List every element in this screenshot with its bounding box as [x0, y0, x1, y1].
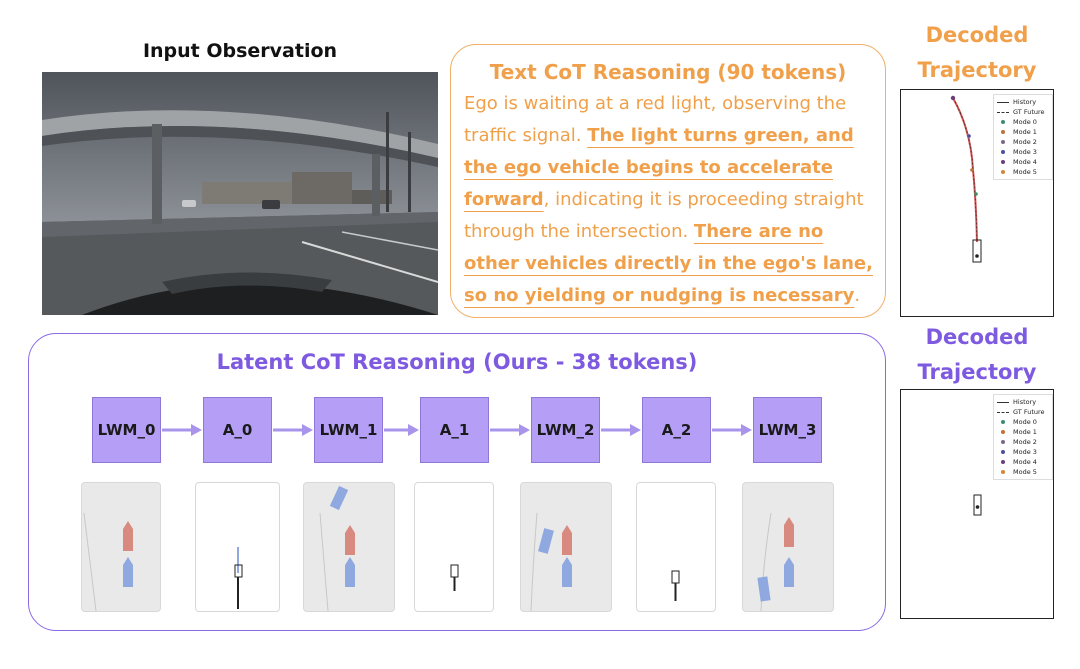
- action-thumbnail-a-2: [636, 482, 716, 612]
- action-thumbnail-a-1: [414, 482, 494, 612]
- bev-thumbnail-lwm-1: [303, 482, 395, 612]
- action-thumbnail-a-0: [195, 482, 280, 612]
- bev-thumbnail-lwm-3: [742, 482, 834, 612]
- bev-thumbnail-lwm-0: [81, 482, 161, 612]
- bev-thumbnail-lwm-2: [520, 482, 612, 612]
